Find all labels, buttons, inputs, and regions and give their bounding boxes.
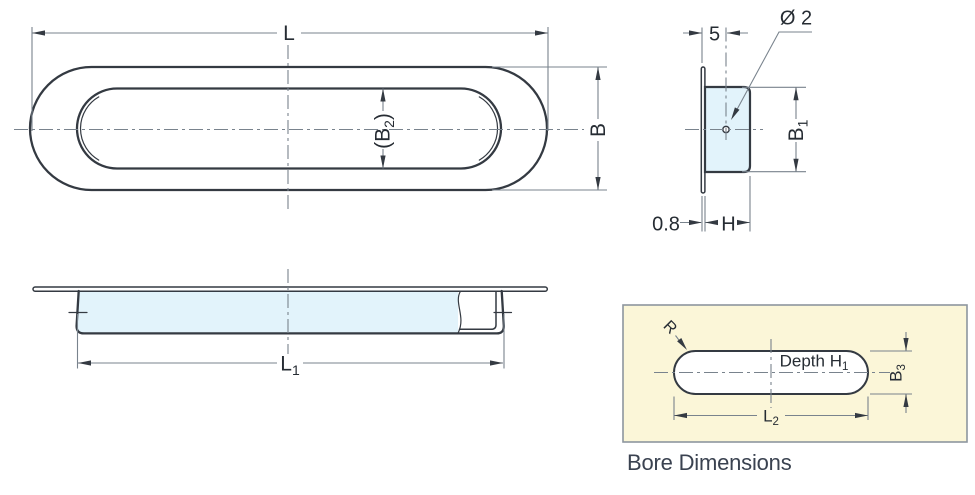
dim-label-B3: B3	[887, 364, 909, 382]
dim-label-0-8: 0.8	[652, 214, 680, 236]
arrowhead	[78, 360, 91, 366]
arrowhead	[689, 219, 702, 226]
recess-outline	[75, 87, 503, 170]
arrowhead	[903, 394, 909, 407]
dim-label-B: B	[587, 123, 610, 137]
panel-caption: Bore Dimensions	[627, 450, 792, 475]
arrowhead	[595, 67, 601, 80]
arrowhead	[32, 30, 45, 36]
arrowhead	[677, 338, 687, 350]
arrowhead	[490, 360, 503, 366]
dim-label-B2: (B2)	[372, 113, 398, 149]
arrowhead	[705, 219, 718, 226]
arrowhead	[674, 412, 687, 419]
arrowhead	[727, 30, 740, 36]
dimension-0-8: 0.8	[652, 196, 706, 236]
dim-label-L1: L1	[280, 353, 300, 379]
cup-fill	[76, 291, 458, 334]
broken-out-section	[457, 291, 503, 334]
dimension-L1: L1	[76, 314, 505, 379]
arrowhead	[737, 219, 750, 226]
dimension-B1: B1	[742, 86, 811, 173]
depth-note: Depth H1	[780, 352, 849, 374]
dim-label-H: H	[721, 214, 735, 236]
arrowhead	[793, 87, 799, 101]
recess-edge-arc-right	[478, 96, 499, 161]
plan-view: L B (B2)	[14, 22, 610, 212]
side-view: L1	[32, 269, 549, 379]
arrowhead	[903, 338, 909, 351]
dim-label-5: 5	[709, 24, 720, 46]
dim-label-B1: B1	[785, 119, 811, 141]
dim-label-L: L	[283, 22, 295, 45]
dimension-L: L	[31, 22, 549, 131]
dim-label-dia2: Ø 2	[780, 8, 812, 30]
dimension-H: H	[705, 176, 751, 236]
arrowhead	[380, 155, 386, 169]
dimension-L2: L2	[673, 396, 869, 429]
arrowhead	[380, 88, 386, 102]
flange-edge	[32, 286, 549, 292]
arrowhead	[595, 177, 601, 190]
arrowhead	[731, 107, 740, 120]
arrowhead	[689, 30, 702, 36]
dimension-B2: (B2)	[372, 88, 398, 169]
inner-wall-line	[458, 290, 497, 331]
dim-label-L2: L2	[763, 407, 779, 429]
arrowhead	[855, 412, 868, 419]
dimension-B3: B3	[870, 332, 912, 413]
section-view: 5 Ø 2 B1 0.8 H	[652, 8, 812, 236]
bore-dimensions-panel: R Depth H1 L2 B3 Bore Dimensions	[622, 304, 968, 475]
arrowhead	[793, 158, 799, 172]
dimension-B: B	[492, 66, 610, 191]
recess-edge-arc-left	[79, 96, 100, 161]
break-line	[457, 290, 462, 334]
dimension-5: 5	[683, 24, 748, 63]
arrowhead	[535, 30, 548, 36]
